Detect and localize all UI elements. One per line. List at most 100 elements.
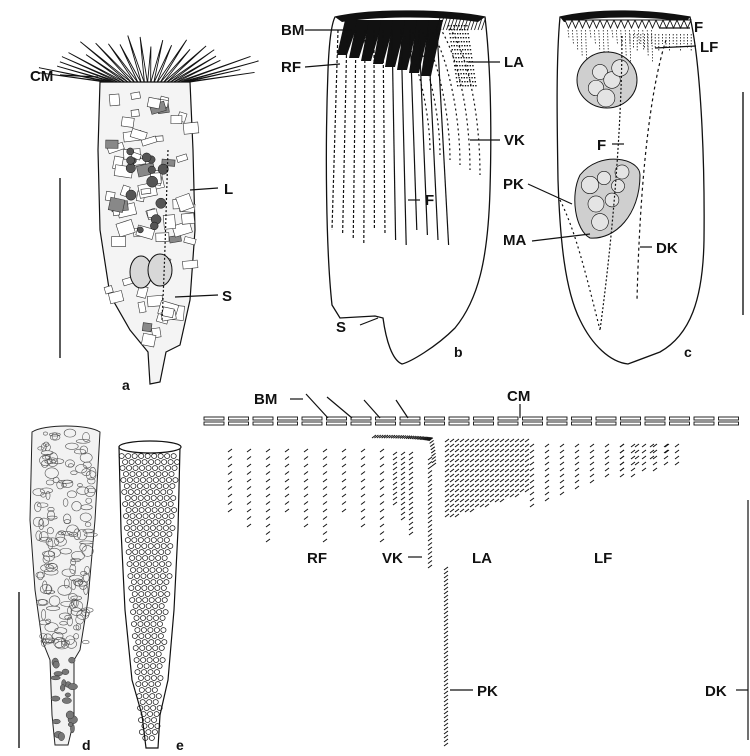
kinetid	[409, 457, 413, 460]
lorica-particle	[131, 110, 139, 117]
lateral-kinetid	[457, 85, 458, 86]
kinetid	[455, 444, 459, 447]
kinetid	[470, 459, 474, 462]
kinetid	[500, 454, 504, 457]
lateral-kinetid	[473, 85, 474, 86]
kinetid	[304, 524, 308, 527]
kinetid	[361, 494, 365, 497]
kinetid	[530, 480, 534, 483]
vk-kinetid	[428, 502, 432, 505]
kinetid	[515, 494, 519, 497]
kinetid	[342, 449, 346, 452]
cirrus	[180, 61, 258, 82]
kinetid	[342, 502, 346, 505]
kinetid	[465, 474, 469, 477]
kinetid	[505, 469, 509, 472]
kinetid	[465, 449, 469, 452]
membranelle-pair	[474, 422, 494, 425]
kinetid	[620, 456, 624, 459]
kinetid	[470, 499, 474, 502]
kinetid	[495, 454, 499, 457]
kinetid	[480, 489, 484, 492]
membranelle-pair	[278, 422, 298, 425]
kinetid	[485, 444, 489, 447]
kinetid	[575, 468, 579, 471]
kinetid	[631, 450, 635, 453]
panel-c: F LF F PK MA DK c	[503, 11, 743, 364]
kinetid	[500, 494, 504, 497]
kinetid	[409, 492, 413, 495]
kinetid	[631, 462, 635, 465]
lateral-kinetid	[456, 45, 457, 46]
kinetid	[642, 456, 646, 459]
lateral-kinetid	[456, 61, 457, 62]
kinetid	[465, 504, 469, 507]
kinetid	[515, 449, 519, 452]
lateral-kinetid	[453, 57, 454, 58]
membranelle-pair	[229, 417, 249, 420]
stalk-granule	[62, 669, 69, 675]
vk-kinetid	[432, 453, 436, 456]
vk-kinetid	[428, 520, 432, 523]
lateral-kinetid	[458, 37, 459, 38]
kinetid	[266, 494, 270, 497]
lateral-kinetid	[465, 33, 466, 34]
kinetid	[505, 444, 509, 447]
lateral-kinetid	[465, 85, 466, 86]
lateral-kinetid	[457, 49, 458, 50]
kinetid	[323, 532, 327, 535]
kinetid	[445, 474, 449, 477]
kinetid	[465, 494, 469, 497]
kinetid	[470, 444, 474, 447]
lateral-kinetid	[462, 49, 463, 50]
label-a-s: S	[222, 288, 232, 305]
lateral-kinetid	[465, 69, 466, 70]
label-map-lf: LF	[594, 550, 612, 567]
food-vacuole	[156, 198, 166, 208]
kinetid	[520, 489, 524, 492]
kinetid	[409, 507, 413, 510]
pk-kinetid	[444, 683, 448, 686]
stalk-granule	[51, 696, 60, 701]
pk-kinetid	[444, 603, 448, 606]
kinetid	[642, 468, 646, 471]
kinetid	[342, 509, 346, 512]
kinetid	[409, 462, 413, 465]
stalk-granule	[62, 698, 71, 704]
lorica-particle	[156, 233, 169, 242]
kinetid	[505, 489, 509, 492]
kinetid	[605, 450, 609, 453]
lateral-kinetid	[465, 37, 466, 38]
kinetid	[620, 468, 624, 471]
kinetid	[323, 494, 327, 497]
kinetid	[361, 487, 365, 490]
kinetid	[323, 509, 327, 512]
pk-kinetid	[444, 699, 448, 702]
kinetid	[590, 462, 594, 465]
membranelle-pair	[400, 422, 420, 425]
kinetid	[460, 494, 464, 497]
kinetid	[380, 524, 384, 527]
kinetid	[510, 449, 514, 452]
kinetid	[460, 469, 464, 472]
kinetid	[545, 486, 549, 489]
lateral-kinetid	[453, 41, 454, 42]
pk-kinetid	[444, 735, 448, 738]
lateral-kinetid	[453, 61, 454, 62]
lateral-kinetid	[465, 53, 466, 54]
label-b-s: S	[336, 319, 346, 336]
lateral-kinetid	[450, 41, 451, 42]
pk-kinetid	[444, 627, 448, 630]
kinetid	[490, 464, 494, 467]
lateral-kinetid	[452, 49, 453, 50]
kinetid	[409, 512, 413, 515]
lateral-kinetid	[466, 25, 467, 26]
nuclear-nodule	[611, 179, 624, 192]
pk-kinetid	[444, 607, 448, 610]
kinetid	[285, 502, 289, 505]
kinetid	[500, 499, 504, 502]
kinetid	[450, 454, 454, 457]
kinetid	[560, 456, 564, 459]
membranelle-pair	[425, 417, 445, 420]
lateral-kinetid	[454, 33, 455, 34]
